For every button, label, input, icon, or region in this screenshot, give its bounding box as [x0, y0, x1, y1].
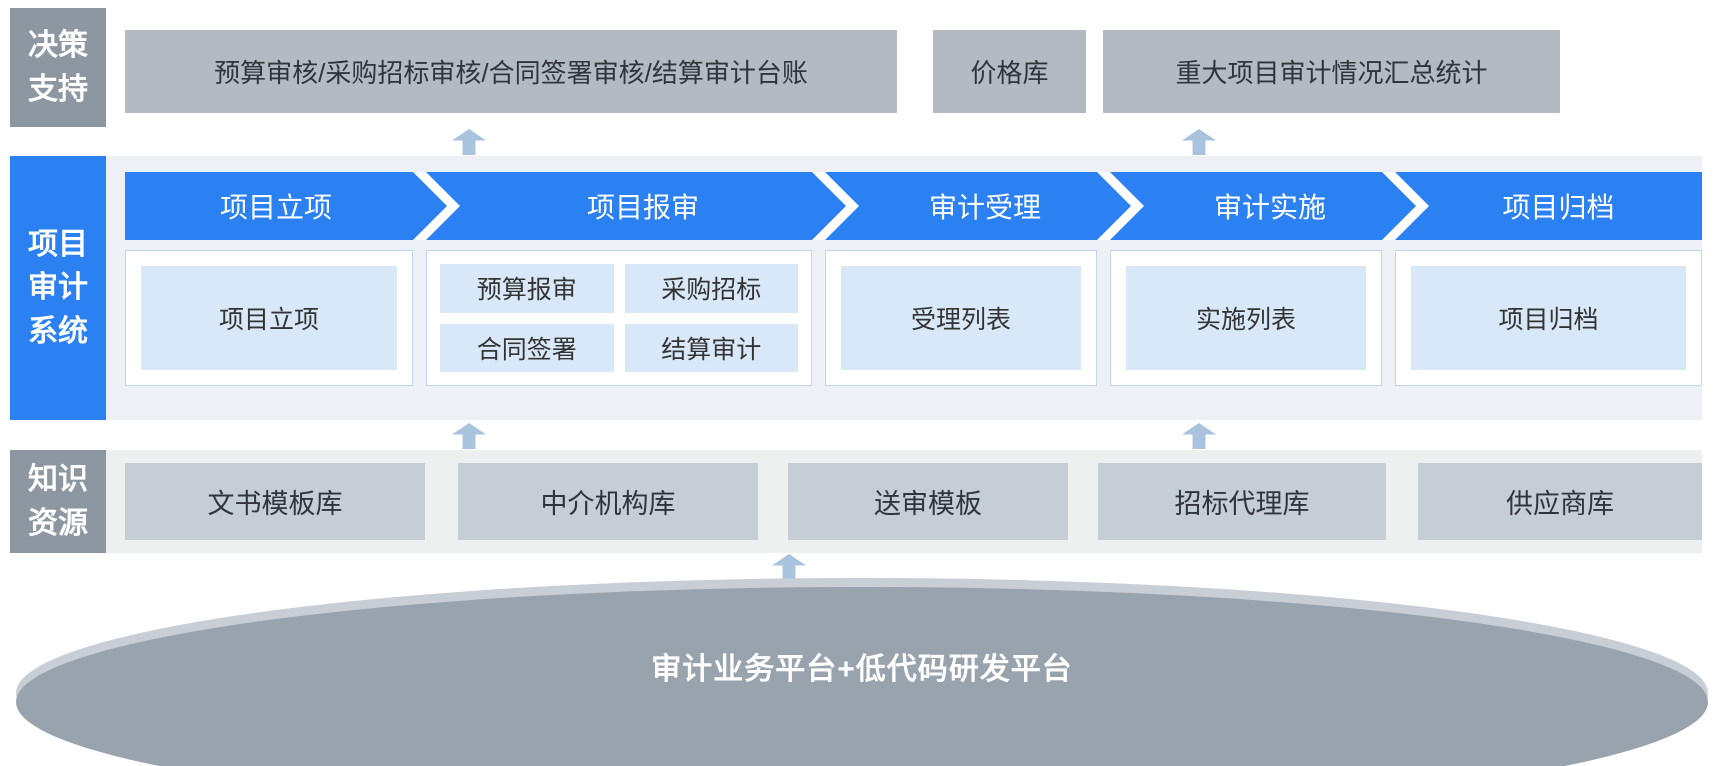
audit-system-label: 项目审计系统	[10, 156, 106, 420]
stage-detail-panel: 项目归档	[1395, 250, 1702, 386]
up-arrow-icon	[452, 423, 486, 449]
stage-item: 项目归档	[1411, 266, 1686, 370]
knowledge-item-review-templates: 送审模板	[788, 463, 1068, 540]
up-arrow-icon	[1182, 423, 1216, 449]
stage-arrow-acceptance: 审计受理	[825, 172, 1131, 240]
up-arrow-icon	[772, 554, 806, 580]
knowledge-item-bidding-agents: 招标代理库	[1098, 463, 1386, 540]
platform-label: 审计业务平台+低代码研发平台	[651, 653, 1073, 686]
stage-arrow-implementation: 审计实施	[1110, 172, 1416, 240]
stage-item: 预算报审	[440, 264, 614, 313]
stage-item: 项目立项	[141, 266, 397, 370]
stage-item: 采购招标	[624, 264, 798, 313]
decision-item-audit-ledger: 预算审核/采购招标审核/合同签署审核/结算审计台账	[125, 30, 897, 113]
knowledge-item-suppliers: 供应商库	[1418, 463, 1702, 540]
stage-item: 合同签署	[440, 323, 614, 372]
up-arrow-icon	[1182, 129, 1216, 155]
stage-arrow-submission: 项目报审	[426, 172, 846, 240]
stage-arrow-archiving: 项目归档	[1395, 172, 1702, 240]
platform-disc	[16, 587, 1708, 766]
stage-item: 实施列表	[1126, 266, 1366, 370]
knowledge-label: 知识资源	[10, 450, 106, 553]
stage-detail-panel: 受理列表	[825, 250, 1097, 386]
stage-item: 结算审计	[624, 323, 798, 372]
stage-detail-panel: 项目立项	[125, 250, 413, 386]
stage-detail-panel: 预算报审 采购招标 合同签署 结算审计	[426, 250, 812, 386]
stage-arrow-initiation: 项目立项	[125, 172, 447, 240]
knowledge-item-document-templates: 文书模板库	[125, 463, 425, 540]
up-arrow-icon	[452, 129, 486, 155]
knowledge-item-intermediary-agencies: 中介机构库	[458, 463, 758, 540]
stage-detail-panel: 实施列表	[1110, 250, 1382, 386]
decision-support-label: 决策支持	[10, 8, 106, 127]
stage-item: 受理列表	[841, 266, 1081, 370]
decision-item-major-project-summary: 重大项目审计情况汇总统计	[1103, 30, 1560, 113]
decision-item-price-library: 价格库	[933, 30, 1086, 113]
